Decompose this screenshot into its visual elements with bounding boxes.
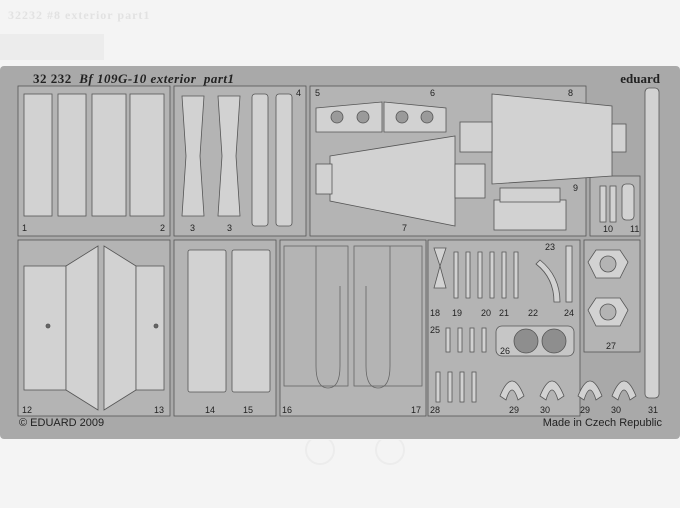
grille-part-2 [91, 93, 165, 217]
part-number: 25 [430, 325, 441, 335]
faded-shapes [305, 435, 405, 465]
part-number: 27 [606, 341, 617, 351]
grille-part-1 [23, 93, 87, 217]
brand-label: eduard [620, 71, 660, 86]
rivet-hole [153, 323, 159, 329]
part-number: 23 [545, 242, 556, 252]
fret-code: 32 232 [33, 71, 72, 86]
rivet-hole [45, 323, 51, 329]
panel-16-17 [279, 239, 427, 417]
part-number: 2 [160, 223, 166, 233]
photo-etch-fret: 32 232 Bf 109G-10 exterior part1 eduard … [0, 66, 680, 439]
part-number: 29 [580, 405, 591, 415]
part-number: 14 [205, 405, 216, 415]
faded-header: 32232 #8 exterior part1 [0, 0, 680, 66]
wire-frame-17 [353, 245, 423, 389]
panel-part-12 [23, 245, 99, 411]
laced-strip-3 [181, 95, 241, 217]
part-number: 21 [499, 308, 510, 318]
flange-part-27 [587, 249, 629, 327]
part-number: 8 [568, 88, 574, 98]
part-number: 10 [603, 224, 614, 234]
part-number: 5 [315, 88, 321, 98]
fret-name: Bf 109G-10 exterior [79, 71, 197, 86]
laced-panel-14 [187, 249, 227, 393]
part-number: 28 [430, 405, 441, 415]
fret-drawing [17, 85, 660, 417]
flap-part-8 [459, 93, 627, 185]
origin-label: Made in Czech Republic [542, 417, 662, 429]
rod-part-31 [644, 87, 660, 399]
part-number: 12 [22, 405, 33, 415]
small-part-11 [621, 183, 635, 221]
part-number: 17 [411, 405, 422, 415]
part-number: 1 [22, 223, 28, 233]
fret-title: 32 232 Bf 109G-10 exterior part1 [33, 71, 235, 87]
panel-part-13 [103, 245, 165, 411]
part-number: 7 [402, 223, 408, 233]
small-parts-28 [435, 371, 477, 403]
part-number: 20 [481, 308, 492, 318]
part-number: 9 [573, 183, 579, 193]
flap-part-7 [315, 135, 486, 227]
part-number: 22 [528, 308, 539, 318]
part-number: 3 [190, 223, 196, 233]
part-number: 30 [540, 405, 551, 415]
round-parts-26 [495, 325, 575, 357]
part-number: 13 [154, 405, 165, 415]
small-parts-25 [445, 327, 487, 353]
part-number: 16 [282, 405, 293, 415]
bar-part-4 [251, 93, 293, 227]
part-number: 15 [243, 405, 254, 415]
part-number: 24 [564, 308, 575, 318]
faded-block [0, 34, 104, 60]
small-part-10 [599, 185, 617, 223]
faded-title: 32232 #8 exterior part1 [8, 8, 151, 22]
part-number: 11 [630, 224, 640, 234]
part-number: 26 [500, 346, 511, 356]
plate-part-6 [383, 101, 447, 133]
part-number: 4 [296, 88, 302, 98]
plate-part-5 [315, 101, 383, 133]
part-number: 6 [430, 88, 436, 98]
part-number: 29 [509, 405, 520, 415]
pins-parts-18-24 [433, 245, 573, 303]
copyright-label: © EDUARD 2009 [19, 417, 105, 429]
part-number: 18 [430, 308, 441, 318]
part-number: 30 [611, 405, 622, 415]
wire-frame-16 [283, 245, 349, 389]
part-number: 31 [648, 405, 659, 415]
laced-panel-15 [231, 249, 271, 393]
faded-lower-area [0, 435, 680, 503]
part-number: 19 [452, 308, 463, 318]
bracket-parts-29-30 [499, 380, 637, 401]
plate-part-9 [493, 187, 567, 231]
part-number: 3 [227, 223, 233, 233]
fret-part: part1 [203, 71, 235, 86]
